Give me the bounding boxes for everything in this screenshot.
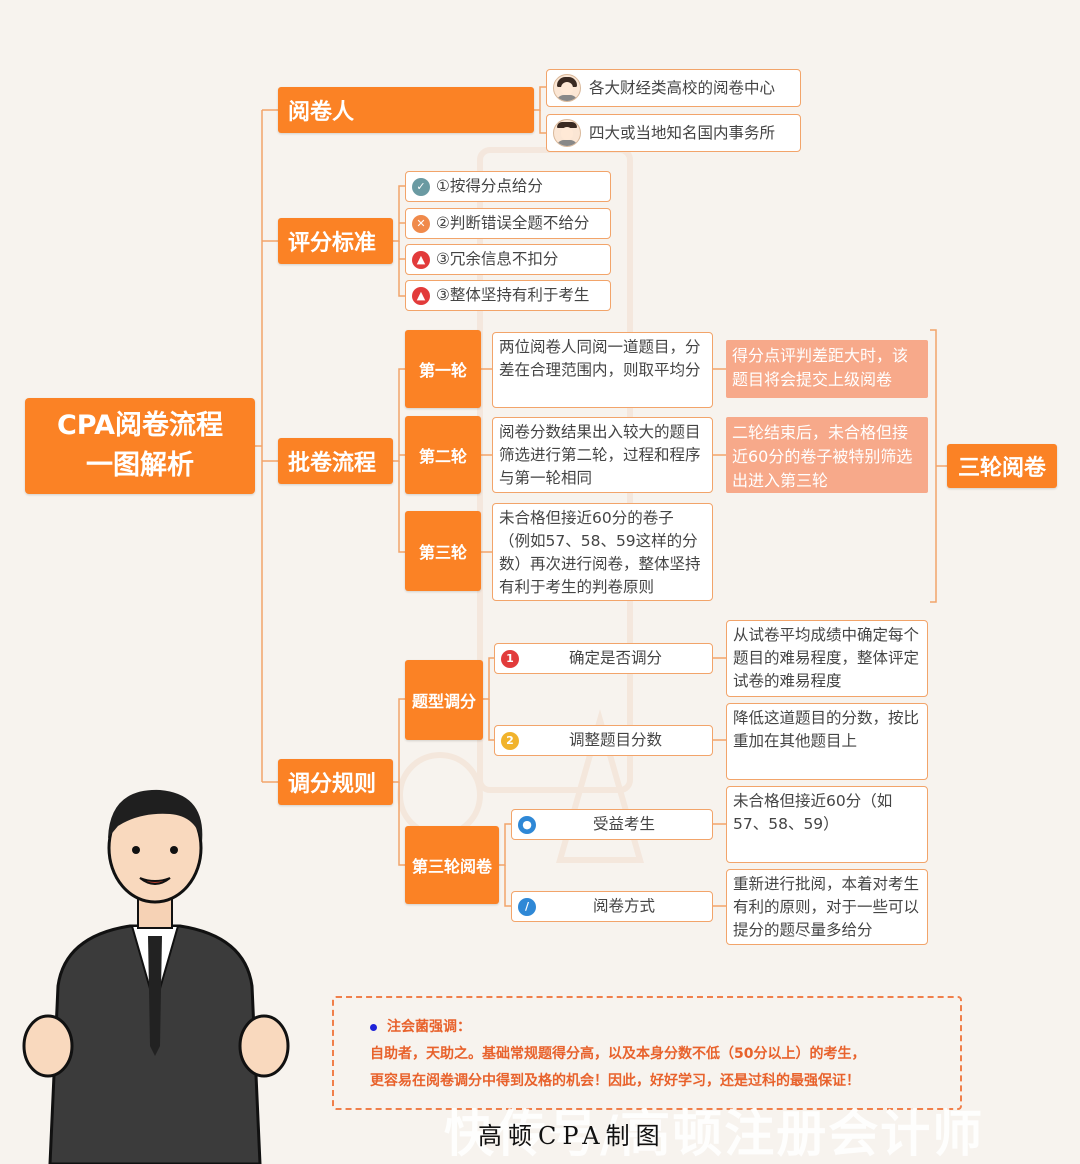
watermark: 快传号/高顿注册会计师 xyxy=(444,1105,985,1163)
note-line-2: 更容易在阅卷调分中得到及格的机会！因此，好好学习，还是过科的最强保证！ xyxy=(370,1073,860,1089)
criteria-text: ①按得分点给分 xyxy=(436,177,543,195)
round-2-text: 阅卷分数结果出入较大的题目筛选进行第二轮，过程和程序与第一轮相同 xyxy=(492,417,713,493)
criteria-label: 评分标准 xyxy=(288,231,377,256)
root-title-line2: 一图解析 xyxy=(86,450,194,481)
criteria-item: ✕ ②判断错误全题不给分 xyxy=(405,208,611,239)
third-round-node: 三轮阅卷 xyxy=(947,444,1057,488)
criteria-node: 评分标准 xyxy=(278,218,393,264)
adjust-item: 2 调整题目分数 xyxy=(494,725,713,756)
adjust-group-label: 题型调分 xyxy=(411,692,476,711)
adjust-group-node: 题型调分 xyxy=(405,660,483,740)
grader-item: 四大或当地知名国内事务所 xyxy=(546,114,801,152)
adjust-item-text: 阅卷方式 xyxy=(592,897,655,915)
round-3-node: 第三轮 xyxy=(405,511,481,591)
process-node: 批卷流程 xyxy=(278,438,393,484)
adjust-item: ● 受益考生 xyxy=(511,809,713,840)
adjust-group-node: 第三轮阅卷 xyxy=(405,826,499,904)
presenter-illustration xyxy=(22,789,290,1164)
round-label: 第一轮 xyxy=(418,361,467,380)
note-header: 注会菌强调： xyxy=(370,1014,960,1041)
round-2-node: 第二轮 xyxy=(405,416,481,494)
thumbs-up-icon: ▲ xyxy=(412,286,430,305)
adjust-group-label: 第三轮阅卷 xyxy=(411,857,492,876)
criteria-item: ✓ ①按得分点给分 xyxy=(405,171,611,202)
grader-item: 各大财经类高校的阅卷中心 xyxy=(546,69,801,107)
third-round-label: 三轮阅卷 xyxy=(957,456,1046,481)
round-label: 第二轮 xyxy=(418,447,467,466)
round-1-node: 第一轮 xyxy=(405,330,481,408)
grader-text: 四大或当地知名国内事务所 xyxy=(589,123,776,142)
criteria-text: ③整体坚持有利于考生 xyxy=(436,286,590,304)
pen-icon: / xyxy=(518,897,536,916)
round-1-note: 得分点评判差距大时，该题目将会提交上级阅卷 xyxy=(726,340,928,398)
adjust-item-text: 调整题目分数 xyxy=(568,731,662,749)
bullet-dot-icon xyxy=(370,1024,377,1031)
root-node: CPA阅卷流程 一图解析 xyxy=(25,398,255,494)
number-1-icon: 1 xyxy=(501,649,519,668)
round-2-note: 二轮结束后，未合格但接近60分的卷子被特别筛选出进入第三轮 xyxy=(726,417,928,493)
number-2-icon: 2 xyxy=(501,731,519,750)
thumbs-up-icon: ▲ xyxy=(412,250,430,269)
cross-icon: ✕ xyxy=(412,214,430,233)
male-avatar-icon xyxy=(553,119,581,147)
graders-node: 阅卷人 xyxy=(278,87,534,133)
adjust-item-text: 受益考生 xyxy=(592,815,655,833)
credit-text: 高顿CPA制图 xyxy=(478,1122,666,1150)
criteria-text: ③冗余信息不扣分 xyxy=(436,250,559,268)
emphasis-note: 注会菌强调： 自助者，天助之。基础常规题得分高，以及本身分数不低（50分以上）的… xyxy=(332,996,962,1110)
female-avatar-icon xyxy=(553,74,581,102)
adjust-node: 调分规则 xyxy=(278,759,393,805)
criteria-item: ▲ ③整体坚持有利于考生 xyxy=(405,280,611,311)
process-label: 批卷流程 xyxy=(288,451,377,476)
round-3-text: 未合格但接近60分的卷子（例如57、58、59这样的分数）再次进行阅卷，整体坚持… xyxy=(492,503,713,601)
round-label: 第三轮 xyxy=(418,543,467,562)
adjust-detail: 从试卷平均成绩中确定每个题目的难易程度，整体评定试卷的难易程度 xyxy=(726,620,928,697)
adjust-detail: 未合格但接近60分（如57、58、59） xyxy=(726,786,928,863)
adjust-label: 调分规则 xyxy=(288,772,377,797)
graders-label: 阅卷人 xyxy=(288,100,355,125)
root-title-line1: CPA阅卷流程 xyxy=(56,410,224,441)
adjust-detail: 降低这道题目的分数，按比重加在其他题目上 xyxy=(726,703,928,780)
note-title: 注会菌强调： xyxy=(387,1019,471,1035)
check-icon: ✓ xyxy=(412,177,430,196)
round-1-text: 两位阅卷人同阅一道题目，分差在合理范围内，则取平均分 xyxy=(492,332,713,408)
user-icon: ● xyxy=(518,815,536,834)
note-line-1: 自助者，天助之。基础常规题得分高，以及本身分数不低（50分以上）的考生， xyxy=(370,1046,866,1062)
adjust-detail: 重新进行批阅，本着对考生有利的原则，对于一些可以提分的题尽量多给分 xyxy=(726,869,928,945)
criteria-item: ▲ ③冗余信息不扣分 xyxy=(405,244,611,275)
grader-text: 各大财经类高校的阅卷中心 xyxy=(589,78,776,97)
adjust-item: / 阅卷方式 xyxy=(511,891,713,922)
adjust-item: 1 确定是否调分 xyxy=(494,643,713,674)
adjust-item-text: 确定是否调分 xyxy=(568,649,662,667)
criteria-text: ②判断错误全题不给分 xyxy=(436,214,590,232)
